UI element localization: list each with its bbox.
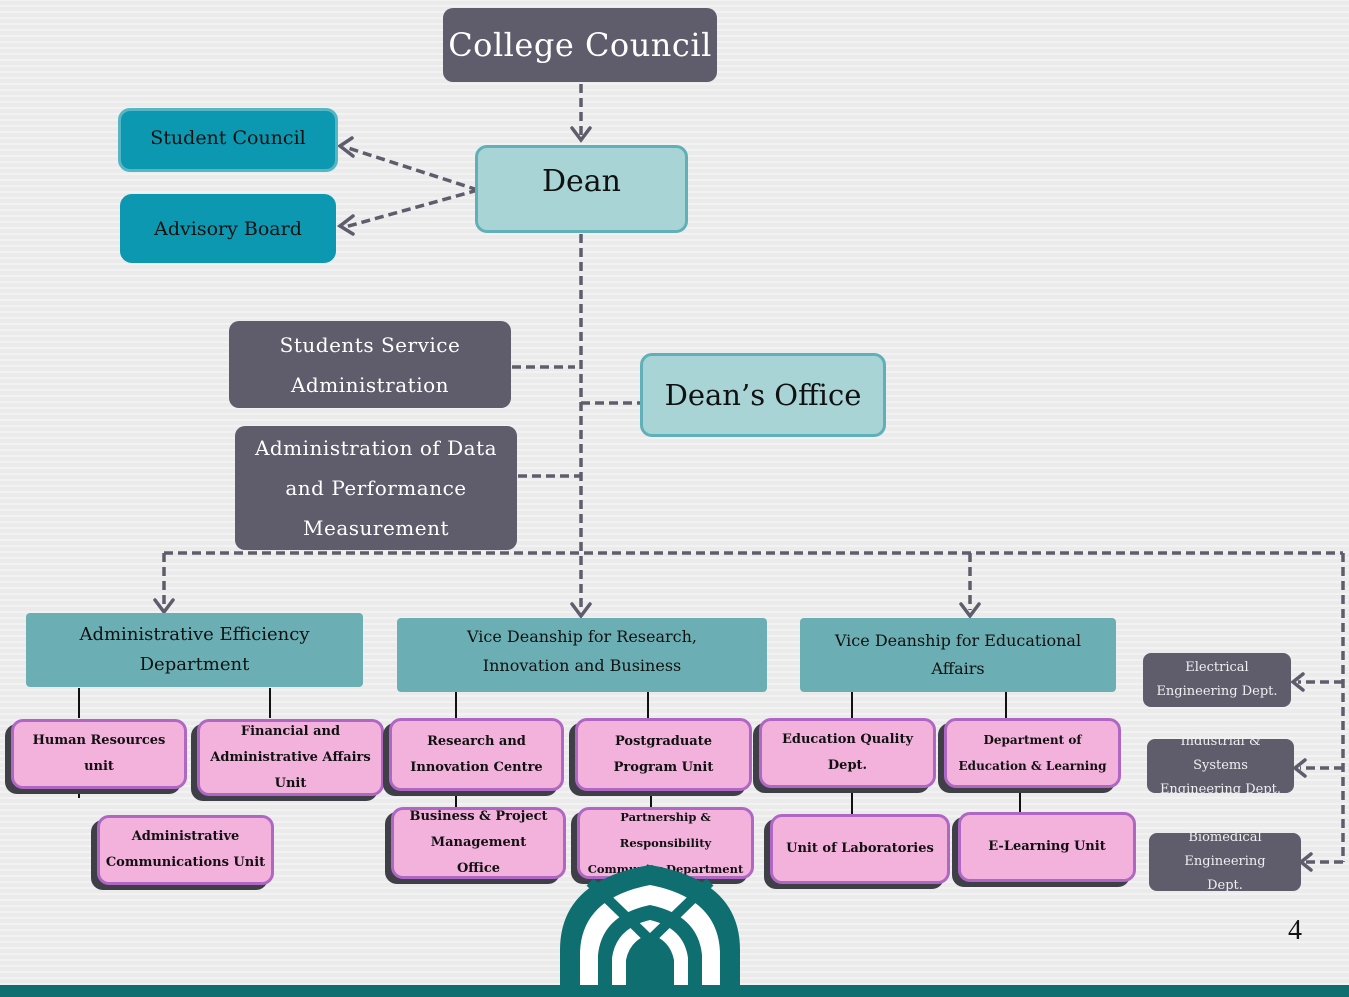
business-project-office: Business & Project Management Office bbox=[391, 807, 566, 879]
education-quality-dept: Education Quality Dept. bbox=[759, 718, 936, 788]
connector-dean-advisory-board bbox=[344, 188, 479, 229]
vice-education-node: Vice Deanship for Educational Affairs bbox=[800, 618, 1116, 692]
dean-label: Dean bbox=[541, 164, 621, 199]
biomedical-engineering-label: Biomedical Engineering Dept. bbox=[1184, 830, 1266, 893]
arrowhead-biomedical bbox=[1298, 852, 1313, 872]
education-quality-label: Education Quality Dept. bbox=[781, 732, 913, 773]
admin-communications-unit: Administrative Communications Unit bbox=[97, 815, 274, 885]
research-innovation-centre: Research and Innovation Centre bbox=[389, 718, 564, 791]
human-resources-unit: Human Resources unit bbox=[11, 719, 187, 789]
elearning-unit-label: E-Learning Unit bbox=[988, 839, 1106, 854]
arrowhead-vice-research bbox=[570, 602, 592, 619]
unit-of-laboratories-label: Unit of Laboratories bbox=[786, 841, 934, 856]
education-learning-dept: Department of Education & Learning bbox=[944, 718, 1121, 788]
education-learning-label: Department of Education & Learning bbox=[958, 733, 1107, 773]
footer-band bbox=[0, 985, 1349, 997]
admin-efficiency-node: Administrative Efficiency Department bbox=[26, 613, 363, 687]
arrowhead-industrial bbox=[1292, 758, 1307, 778]
business-project-label: Business & Project Management Office bbox=[409, 809, 548, 876]
advisory-board-label: Advisory Board bbox=[154, 217, 302, 240]
advisory-board-node: Advisory Board bbox=[120, 194, 336, 263]
college-council-node: College Council bbox=[443, 8, 717, 82]
page-number: 4 bbox=[1288, 915, 1302, 946]
postgraduate-program-label: Postgraduate Program Unit bbox=[613, 733, 714, 775]
college-council-label: College Council bbox=[448, 26, 712, 64]
electrical-engineering-label: Electrical Engineering Dept. bbox=[1156, 660, 1278, 699]
student-council-label: Student Council bbox=[150, 127, 306, 149]
admin-efficiency-label: Administrative Efficiency Department bbox=[79, 624, 310, 675]
research-innovation-label: Research and Innovation Centre bbox=[410, 733, 543, 775]
data-performance-node: Administration of Data and Performance M… bbox=[235, 426, 517, 550]
vice-education-label: Vice Deanship for Educational Affairs bbox=[834, 631, 1082, 678]
deans-office-node: Dean’s Office bbox=[640, 353, 886, 437]
biomedical-engineering-node: Biomedical Engineering Dept. bbox=[1149, 830, 1301, 893]
arrowhead-electrical bbox=[1290, 672, 1305, 692]
electrical-engineering-node: Electrical Engineering Dept. bbox=[1143, 653, 1291, 707]
human-resources-label: Human Resources unit bbox=[32, 733, 166, 774]
industrial-systems-label: Industrial & Systems Engineering Dept. bbox=[1159, 734, 1282, 797]
data-performance-label: Administration of Data and Performance M… bbox=[254, 436, 498, 540]
deans-office-label: Dean’s Office bbox=[664, 378, 862, 412]
financial-admin-label: Financial and Administrative Affairs Uni… bbox=[210, 723, 371, 791]
students-service-label: Students Service Administration bbox=[279, 332, 461, 397]
arrowhead-student-council bbox=[336, 136, 355, 158]
students-service-node: Students Service Administration bbox=[229, 321, 511, 408]
unit-of-laboratories: Unit of Laboratories bbox=[770, 814, 950, 884]
university-logo bbox=[560, 865, 740, 997]
arrowhead-admin-efficiency bbox=[153, 598, 175, 615]
dean-node: Dean bbox=[475, 145, 688, 233]
connector-dean-student-council bbox=[344, 145, 479, 192]
vice-research-label: Vice Deanship for Research, Innovation a… bbox=[466, 627, 698, 675]
postgraduate-program-unit: Postgraduate Program Unit bbox=[575, 718, 752, 791]
elearning-unit: E-Learning Unit bbox=[958, 812, 1136, 882]
industrial-systems-node: Industrial & Systems Engineering Dept. bbox=[1147, 734, 1294, 797]
admin-communications-label: Administrative Communications Unit bbox=[105, 829, 266, 870]
arrowhead-advisory-board bbox=[336, 214, 355, 236]
arrowhead-dean bbox=[570, 126, 592, 143]
vice-research-node: Vice Deanship for Research, Innovation a… bbox=[397, 618, 767, 692]
arrowhead-vice-education bbox=[959, 602, 981, 619]
financial-admin-unit: Financial and Administrative Affairs Uni… bbox=[197, 719, 384, 796]
student-council-node: Student Council bbox=[118, 108, 338, 172]
